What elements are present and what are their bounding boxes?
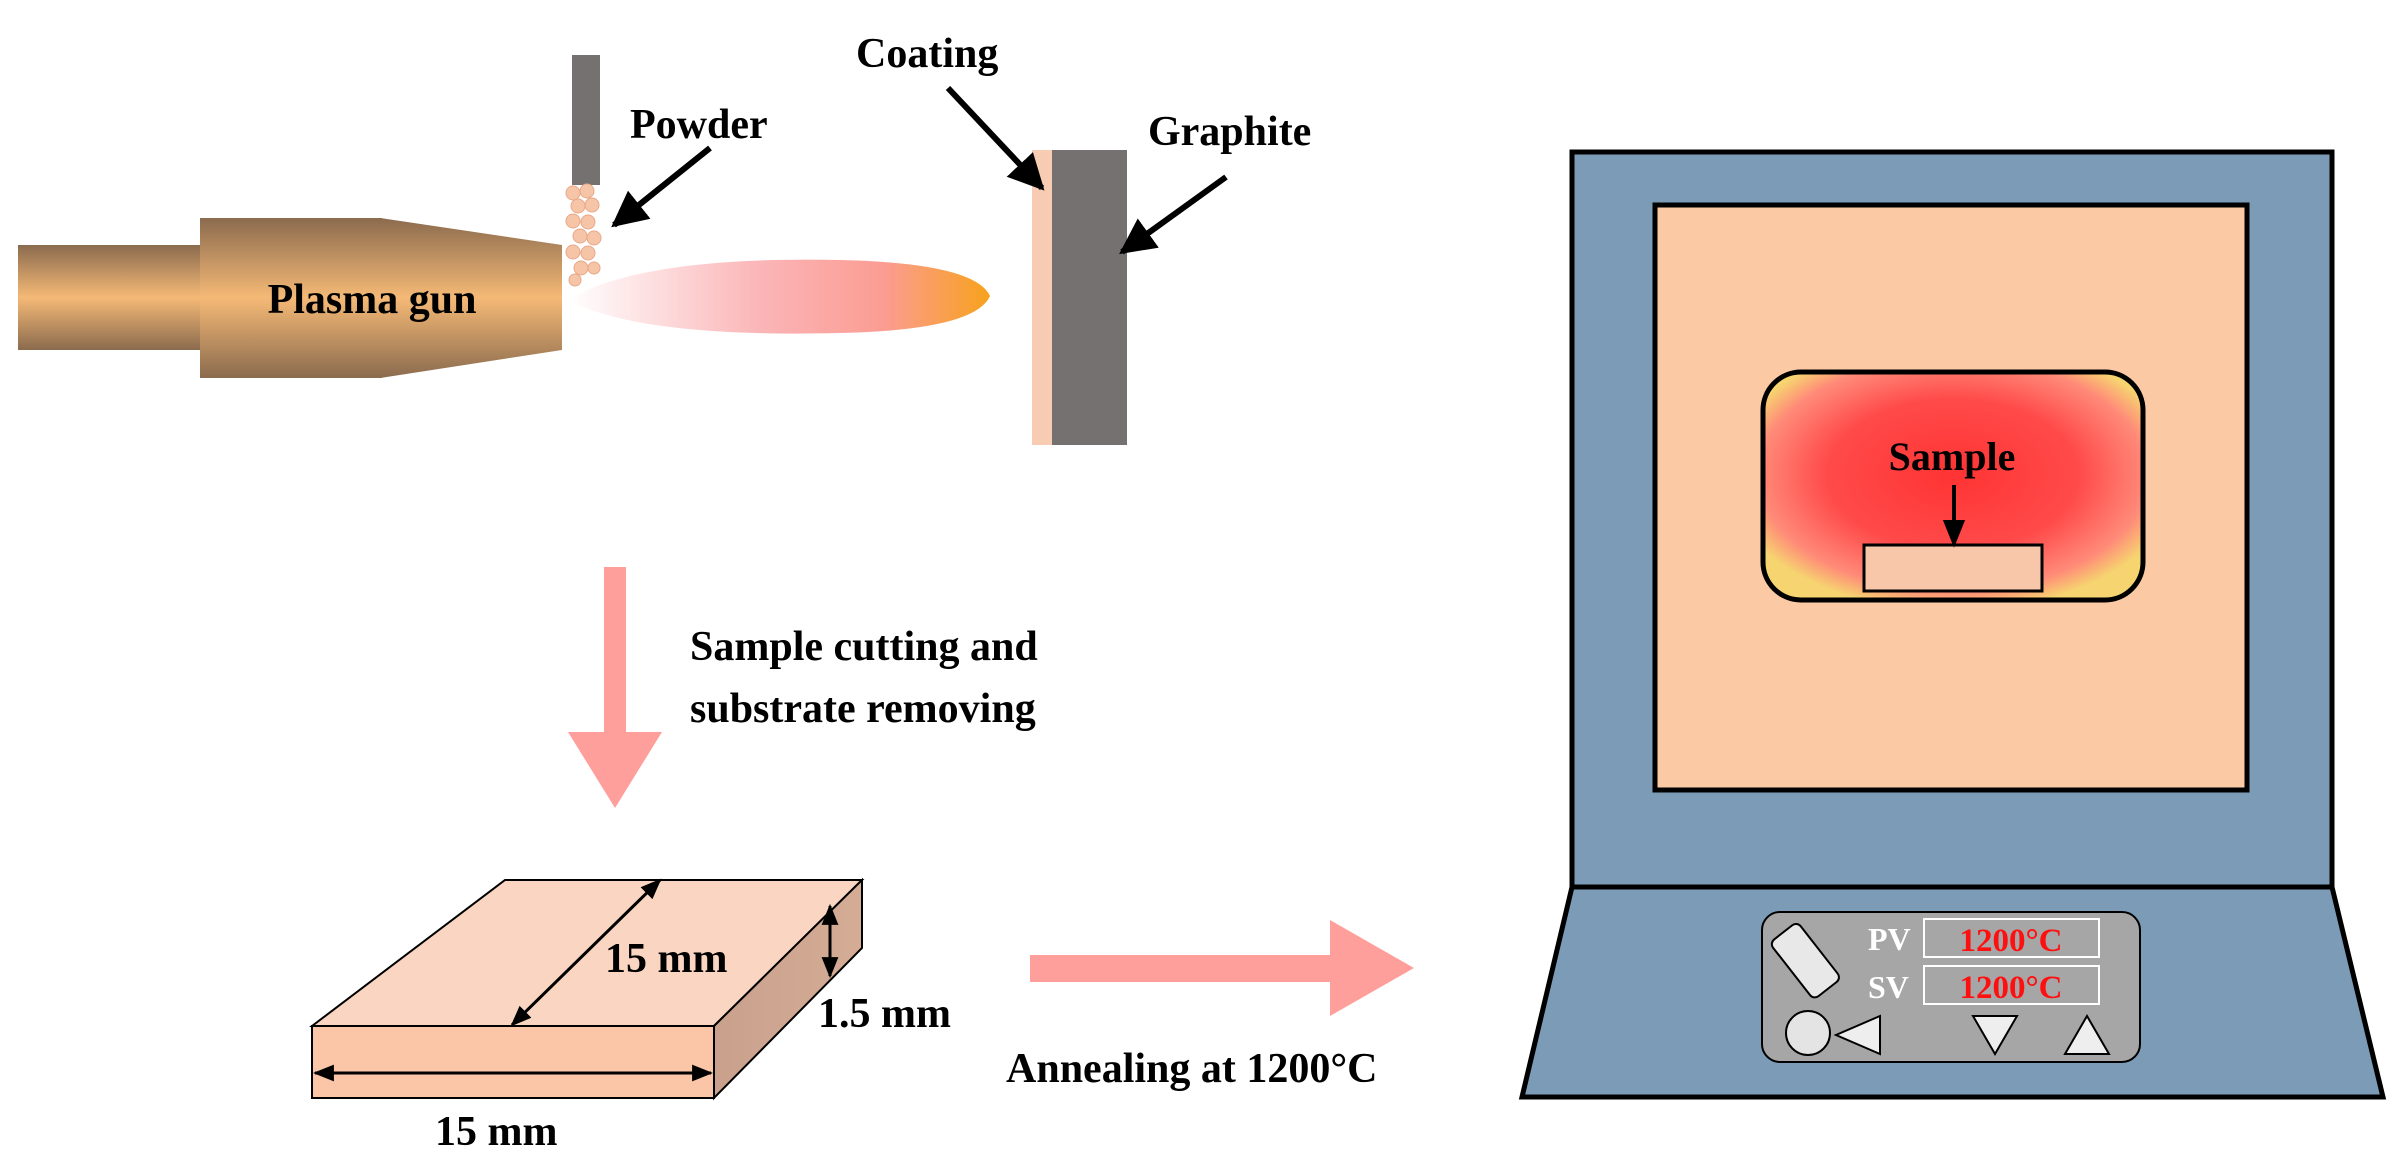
- down-triangle-button-icon: [1971, 1015, 2019, 1056]
- left-triangle-button-icon: [1833, 1014, 1881, 1056]
- graphite-pointer-arrow: [1119, 174, 1228, 255]
- graphite-substrate: [1052, 150, 1127, 445]
- furnace: Sample PV 1200°C SV 1200°C: [1518, 149, 2387, 1100]
- plasma-gun-label: Plasma gun: [268, 277, 477, 323]
- width-label: 15 mm: [605, 936, 727, 982]
- sample-block: [309, 877, 865, 1101]
- pv-value: 1200°C: [1959, 923, 2062, 959]
- sv-display: [1923, 965, 2100, 1005]
- annealing-arrow: [1030, 920, 1414, 1016]
- cutting-arrow: [568, 567, 662, 808]
- thickness-label: 1.5 mm: [818, 991, 951, 1037]
- powder-label: Powder: [630, 102, 768, 148]
- up-triangle-button-icon: [2063, 1014, 2111, 1055]
- powder-pointer-arrow: [611, 145, 712, 228]
- powder-particles: [565, 183, 602, 287]
- sv-label: SV: [1868, 969, 1909, 1005]
- furnace-sample: [1862, 543, 2044, 593]
- plasma-flame: [568, 259, 990, 334]
- sv-value: 1200°C: [1959, 970, 2062, 1006]
- coating-label: Coating: [856, 31, 998, 77]
- power-switch: [1770, 922, 1840, 999]
- furnace-sample-label: Sample: [1889, 434, 2016, 479]
- width-dimension-arrow: [510, 878, 662, 1027]
- cutting-label-line2: substrate removing: [690, 686, 1036, 732]
- coating-pointer-arrow: [945, 85, 1045, 191]
- pv-label: PV: [1868, 921, 1911, 957]
- plasma-gun: [18, 218, 562, 378]
- pv-display: [1923, 918, 2100, 958]
- graphite-label: Graphite: [1148, 109, 1311, 155]
- annealing-label: Annealing at 1200°C: [1006, 1046, 1378, 1092]
- powder-feeder: [572, 55, 600, 185]
- cutting-label-line1: Sample cutting and: [690, 624, 1038, 670]
- knob-button: [1785, 1010, 1831, 1056]
- length-label: 15 mm: [435, 1109, 557, 1155]
- coating-layer: [1032, 150, 1054, 445]
